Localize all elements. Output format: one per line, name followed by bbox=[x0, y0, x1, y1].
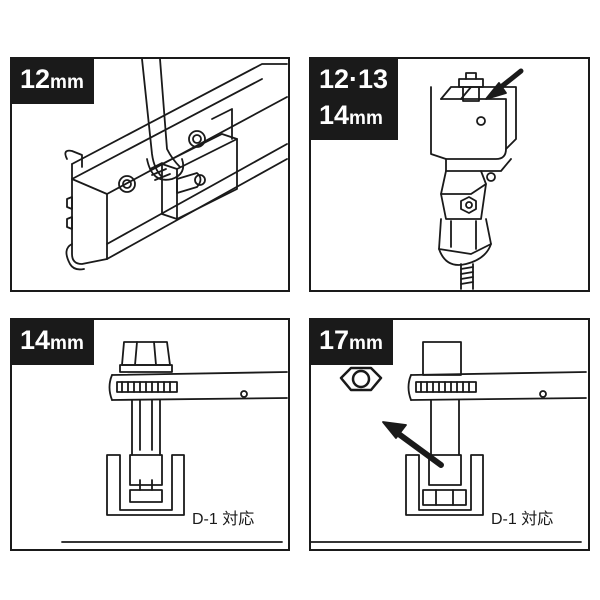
size-label: 12mm bbox=[12, 59, 94, 104]
arrow-indicator bbox=[382, 421, 444, 468]
hex-nut bbox=[119, 341, 173, 373]
clamp-bracket-illustration bbox=[430, 68, 524, 290]
panel-12-13-14mm: 12·13 14mm bbox=[309, 57, 590, 292]
panel-12mm: 12mm bbox=[10, 57, 290, 292]
size-label: 14mm bbox=[12, 320, 94, 365]
label-line: 12mm bbox=[20, 64, 84, 94]
compat-note: D-1 対応 bbox=[192, 511, 255, 528]
sleeve-nut bbox=[422, 341, 462, 376]
clamp-bolt bbox=[458, 72, 484, 102]
offset-wrench bbox=[141, 59, 185, 181]
ratchet-wrench bbox=[407, 371, 587, 401]
threaded-rod bbox=[460, 263, 474, 290]
channel-rail bbox=[64, 63, 288, 271]
channel-base bbox=[61, 454, 283, 543]
channel-rail-illustration bbox=[64, 59, 288, 271]
panel-17mm: 17mm bbox=[309, 318, 590, 551]
hex-nut-icon bbox=[339, 366, 383, 392]
label-line: 14mm bbox=[319, 100, 383, 130]
label-line: 14mm bbox=[20, 325, 84, 355]
wrench-on-nut-illustration bbox=[61, 341, 288, 543]
panel-14mm: 14mm D-1 対応 bbox=[10, 318, 290, 551]
threaded-rod bbox=[131, 399, 161, 456]
size-label: 17mm bbox=[311, 320, 393, 365]
label-line: 12·13 bbox=[319, 64, 389, 94]
channel-base bbox=[311, 454, 582, 543]
bolt-heads bbox=[118, 130, 206, 194]
ratchet-wrench bbox=[108, 371, 288, 401]
c-clamp bbox=[430, 86, 517, 182]
compat-note: D-1 対応 bbox=[491, 511, 554, 528]
label-line: 17mm bbox=[319, 325, 383, 355]
wrench-on-nut-17-illustration bbox=[311, 341, 587, 543]
arrow-indicator bbox=[485, 68, 524, 100]
hanger-bracket bbox=[438, 170, 492, 266]
size-label: 12·13 14mm bbox=[311, 59, 399, 140]
threaded-rod bbox=[430, 399, 460, 456]
